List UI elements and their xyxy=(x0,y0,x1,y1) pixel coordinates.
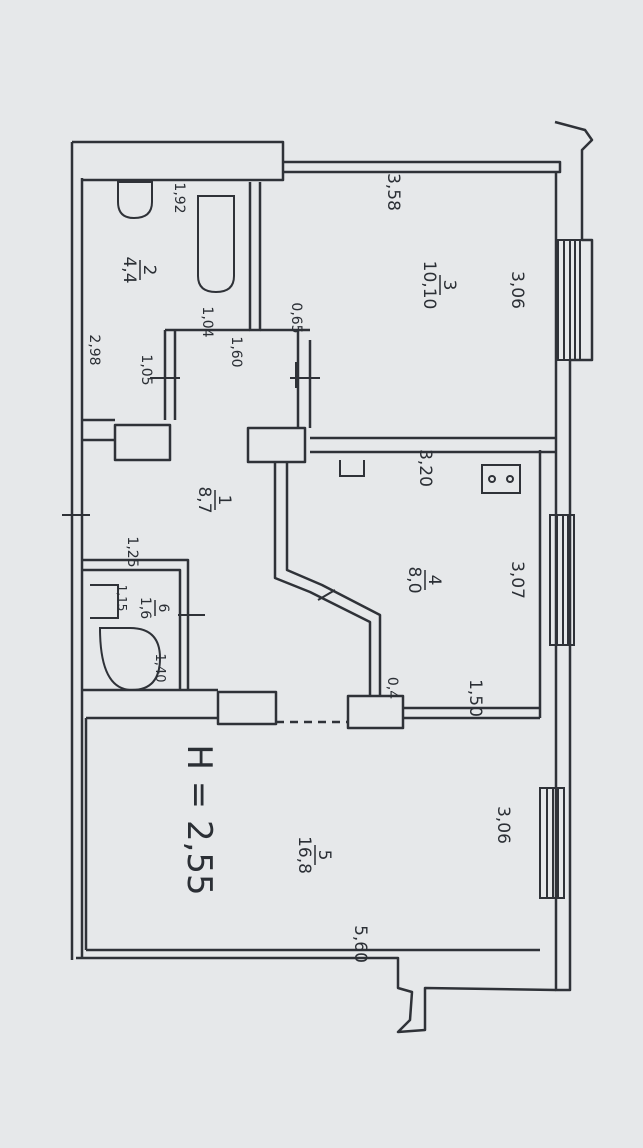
pillar-center xyxy=(246,426,307,464)
kitchen-wall-b xyxy=(285,462,382,696)
dim-label: 3,06 xyxy=(493,806,513,844)
room-1-number: 1 xyxy=(214,495,234,506)
room-5-number: 5 xyxy=(314,850,334,861)
dim-label: 3,58 xyxy=(383,173,403,211)
shower-tray-icon xyxy=(98,627,162,692)
room-4-number: 4 xyxy=(424,575,444,586)
kitchen-sink-icon xyxy=(339,460,365,477)
dim-label: 1,05 xyxy=(138,354,154,385)
dim-label: 1,60 xyxy=(228,336,244,367)
room-2-number: 2 xyxy=(139,265,159,276)
room-3-number: 3 xyxy=(439,280,459,291)
dim-label: 0,65 xyxy=(288,302,304,333)
fixtures xyxy=(90,181,521,692)
dim-label: 1,92 xyxy=(171,182,187,213)
pillar-bottom-right xyxy=(346,694,405,730)
room-3-area: 10,10 xyxy=(419,261,439,310)
partition-3-4 xyxy=(310,436,556,454)
toilet-tank-icon xyxy=(90,584,119,619)
outer-wall-right xyxy=(554,120,594,992)
room-4-area: 8,0 xyxy=(404,566,424,593)
room-2-area: 4,4 xyxy=(119,256,139,283)
room-1-area: 8,7 xyxy=(194,486,214,513)
room-5-area: 16,8 xyxy=(294,836,314,874)
windows xyxy=(539,239,581,899)
ceiling-height: H = 2,55 xyxy=(179,744,219,895)
dim-label: 1,40 xyxy=(152,654,167,683)
walls xyxy=(70,120,594,1034)
dim-label: 3,20 xyxy=(415,449,435,487)
outer-wall-top xyxy=(72,140,285,182)
room-2-wall xyxy=(248,182,262,332)
room-labels: 1 8,7 2 4,4 3 10,10 4 8,0 5 16,8 6 1,6 xyxy=(119,256,459,895)
kitchen-wall-a xyxy=(273,462,372,696)
dim-label: 1,25 xyxy=(124,536,140,567)
dim-label: 2,98 xyxy=(86,334,102,365)
sink-icon xyxy=(117,181,153,220)
room-6-walls xyxy=(82,558,190,690)
dim-label: 3,06 xyxy=(507,271,527,309)
room-6-area: 1,6 xyxy=(137,597,153,619)
dim-label: 1,04 xyxy=(199,306,215,337)
dimension-labels: 3,58 3,06 1,92 1,04 0,65 2,98 1,05 1,60 … xyxy=(86,173,527,963)
stove-icon xyxy=(481,464,521,494)
partition-4-5 xyxy=(403,706,540,720)
door-ticks xyxy=(62,362,336,616)
dim-label: 3,07 xyxy=(507,561,527,599)
pillar-bottom-left xyxy=(216,690,278,726)
room-6-number: 6 xyxy=(155,604,171,613)
corridor-wall-left xyxy=(163,330,177,420)
dim-label: 1,15 xyxy=(115,585,129,612)
pillar-left xyxy=(113,423,172,462)
bathtub-icon xyxy=(197,195,235,294)
dim-label: 5,60 xyxy=(350,925,370,963)
dim-label: 0,4 xyxy=(384,677,400,699)
dim-label: 1,50 xyxy=(465,679,485,717)
outer-wall-bottom xyxy=(76,956,557,1034)
